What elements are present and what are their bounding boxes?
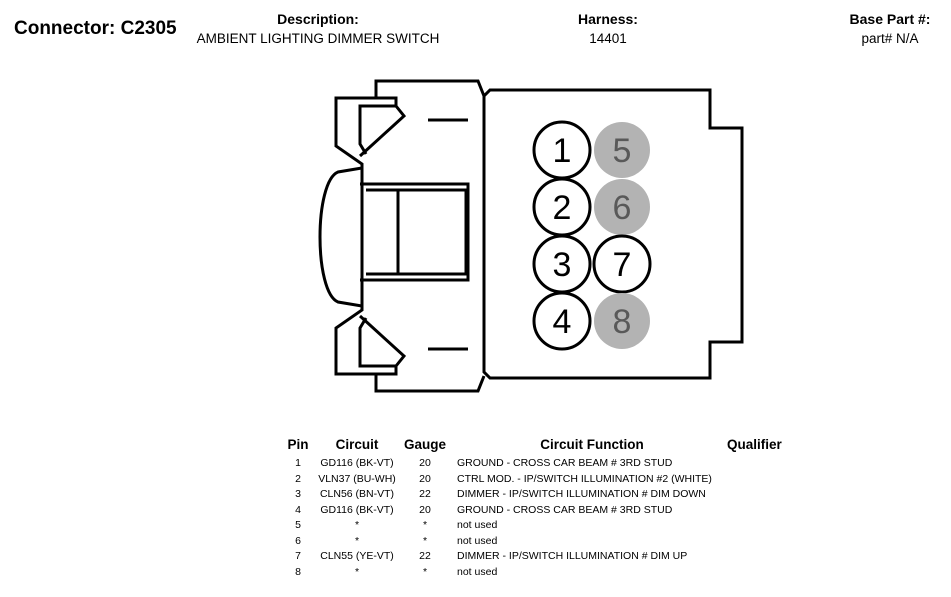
circuit-cell: GD116 (BK-VT) [320, 503, 394, 516]
circuit-cell: * [354, 565, 360, 578]
circuit-cell: CLN55 (YE-VT) [320, 550, 394, 562]
circuit-cell: CLN56 (BN-VT) [319, 488, 395, 500]
cavity-5 [594, 122, 650, 178]
qualifier-cell [727, 518, 782, 534]
pin-header: Pin [287, 437, 309, 452]
connector-title: Connector: C2305 [14, 18, 177, 39]
table-row: 3 CLN56 (BN-VT) 22 DIMMER - IP/SWITCH IL… [283, 487, 782, 503]
description-block: Description: AMBIENT LIGHTING DIMMER SWI… [188, 11, 448, 47]
cavity-label-5: 5 [613, 132, 632, 170]
table-row: 4 GD116 (BK-VT) 20 GROUND - CROSS CAR BE… [283, 503, 782, 519]
gauge-cell: 20 [419, 503, 431, 516]
pin-cell: 5 [295, 519, 301, 531]
cavity-label-6: 6 [613, 189, 632, 227]
gauge-cell: * [422, 519, 428, 531]
function-cell: not used [457, 534, 498, 547]
base-part-label: Base Part #: [849, 11, 931, 27]
circuit-header: Circuit [335, 437, 379, 452]
qualifier-header: Qualifier [727, 437, 782, 452]
function-cell: not used [457, 565, 498, 578]
gauge-header: Gauge [403, 437, 446, 452]
pin-cell: 4 [295, 503, 301, 516]
base-part-block: Base Part #: part# N/A [840, 11, 940, 47]
pin-cell: 1 [295, 457, 301, 469]
qualifier-cell [727, 549, 782, 565]
pinout-table: Pin Circuit Gauge Circuit Function Quali… [283, 436, 782, 581]
qualifier-cell [727, 456, 782, 472]
function-cell: DIMMER - IP/SWITCH ILLUMINATION # DIM UP [457, 550, 688, 562]
gauge-cell: 20 [419, 472, 431, 485]
circuit-function-header: Circuit Function [540, 437, 644, 452]
cavity-label-2: 2 [553, 189, 572, 227]
cavity-group: 1 2 3 4 5 6 7 8 [532, 120, 652, 351]
table-row: 6 * * not used [283, 534, 782, 550]
description-label: Description: [277, 11, 359, 27]
circuit-cell: * [354, 534, 360, 547]
pinout-header-row: Pin Circuit Gauge Circuit Function Quali… [283, 436, 782, 456]
cavity-7 [592, 234, 652, 294]
function-cell: GROUND - CROSS CAR BEAM # 3RD STUD [457, 503, 673, 516]
qualifier-cell [727, 534, 782, 550]
circuit-cell: GD116 (BK-VT) [320, 457, 394, 469]
pin-cell: 6 [295, 534, 301, 547]
base-part-value: part# N/A [861, 31, 919, 46]
qualifier-cell [727, 565, 782, 581]
pin-cell: 7 [295, 550, 301, 562]
connector-housing [318, 79, 744, 393]
qualifier-cell [727, 487, 782, 503]
circuit-cell: * [354, 519, 360, 531]
function-cell: GROUND - CROSS CAR BEAM # 3RD STUD [457, 457, 673, 469]
cavity-label-8: 8 [613, 303, 632, 341]
pin-cell: 3 [295, 488, 301, 500]
connector-face-diagram: 1 2 3 4 5 6 7 8 [318, 79, 744, 393]
qualifier-cell [727, 472, 782, 488]
gauge-cell: 22 [419, 488, 431, 500]
cavity-label-1: 1 [553, 132, 572, 170]
cavity-4 [532, 291, 592, 351]
table-row: 8 * * not used [283, 565, 782, 581]
table-row: 5 * * not used [283, 518, 782, 534]
cavity-label-4: 4 [553, 303, 572, 341]
function-cell: not used [457, 519, 498, 531]
pin-cell: 2 [295, 472, 301, 485]
qualifier-cell [727, 503, 782, 519]
cavity-8 [594, 293, 650, 349]
gauge-cell: * [422, 565, 428, 578]
table-row: 7 CLN55 (YE-VT) 22 DIMMER - IP/SWITCH IL… [283, 549, 782, 565]
circuit-cell: VLN37 (BU-WH) [318, 472, 396, 485]
pin-cell: 8 [295, 565, 301, 578]
harness-value: 14401 [589, 31, 627, 46]
gauge-cell: 22 [419, 550, 431, 562]
cavity-label-7: 7 [613, 246, 632, 284]
cavity-6 [594, 179, 650, 235]
harness-block: Harness: 14401 [548, 11, 668, 47]
gauge-cell: * [422, 534, 428, 547]
cavity-label-3: 3 [553, 246, 572, 284]
function-cell: CTRL MOD. - IP/SWITCH ILLUMINATION #2 (W… [457, 472, 712, 485]
table-row: 2 VLN37 (BU-WH) 20 CTRL MOD. - IP/SWITCH… [283, 472, 782, 488]
function-cell: DIMMER - IP/SWITCH ILLUMINATION # DIM DO… [457, 488, 706, 500]
description-value: AMBIENT LIGHTING DIMMER SWITCH [196, 31, 440, 46]
harness-label: Harness: [578, 11, 638, 27]
table-row: 1 GD116 (BK-VT) 20 GROUND - CROSS CAR BE… [283, 456, 782, 472]
gauge-cell: 20 [419, 457, 431, 469]
